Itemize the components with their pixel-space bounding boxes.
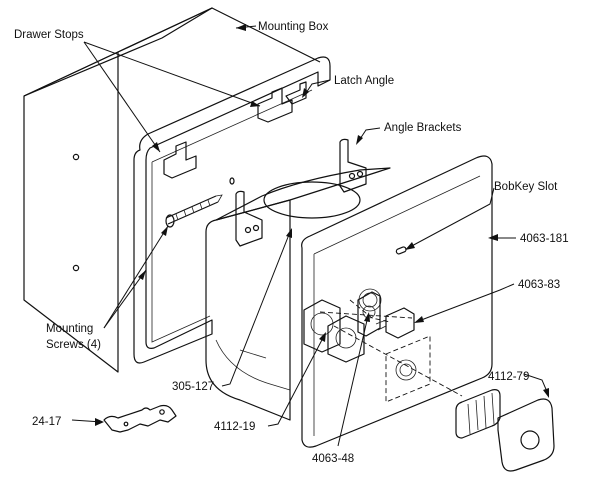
bobkey-slot-icon xyxy=(395,246,407,255)
label-bobkey-slot: BobKey Slot xyxy=(494,181,558,193)
label-latch-angle: Latch Angle xyxy=(334,75,394,87)
inner-housing xyxy=(205,138,391,421)
drawer-stop-right xyxy=(257,87,293,123)
key-24-17 xyxy=(103,404,177,433)
label-4112-19: 4112-19 xyxy=(214,421,255,433)
label-305-127: 305-127 xyxy=(172,381,214,393)
angle-bracket-left xyxy=(235,190,263,247)
label-4063-83: 4063-83 xyxy=(518,279,560,291)
label-4063-181: 4063-181 xyxy=(520,233,569,245)
leader-lines xyxy=(71,24,549,447)
angle-bracket-right xyxy=(339,138,367,193)
label-angle-brackets: Angle Brackets xyxy=(384,122,462,134)
label-drawer-stops: Drawer Stops xyxy=(14,29,84,41)
latch-4063-83 xyxy=(349,299,415,339)
front-door xyxy=(301,155,493,448)
label-24-17: 24-17 xyxy=(32,416,61,428)
label-4063-48: 4063-48 xyxy=(312,453,354,465)
drawer-stop-left xyxy=(163,141,197,179)
mounting-screw xyxy=(165,177,235,228)
label-mounting-screws-line1: Mounting xyxy=(46,323,93,335)
bolt-4112-79 xyxy=(455,389,555,472)
door-knockouts xyxy=(358,288,431,403)
mounting-hole-icon xyxy=(72,153,80,161)
label-mounting-box: Mounting Box xyxy=(258,21,329,33)
label-4112-79: 4112-79 xyxy=(488,371,529,383)
latch-angle xyxy=(285,81,307,105)
mounting-hole-icon xyxy=(72,264,80,272)
assembly-axis xyxy=(333,325,463,397)
mounting-box xyxy=(23,7,331,373)
sleeve-4112-19 xyxy=(303,299,365,363)
label-mounting-screws-line2: Screws (4) xyxy=(46,339,101,351)
